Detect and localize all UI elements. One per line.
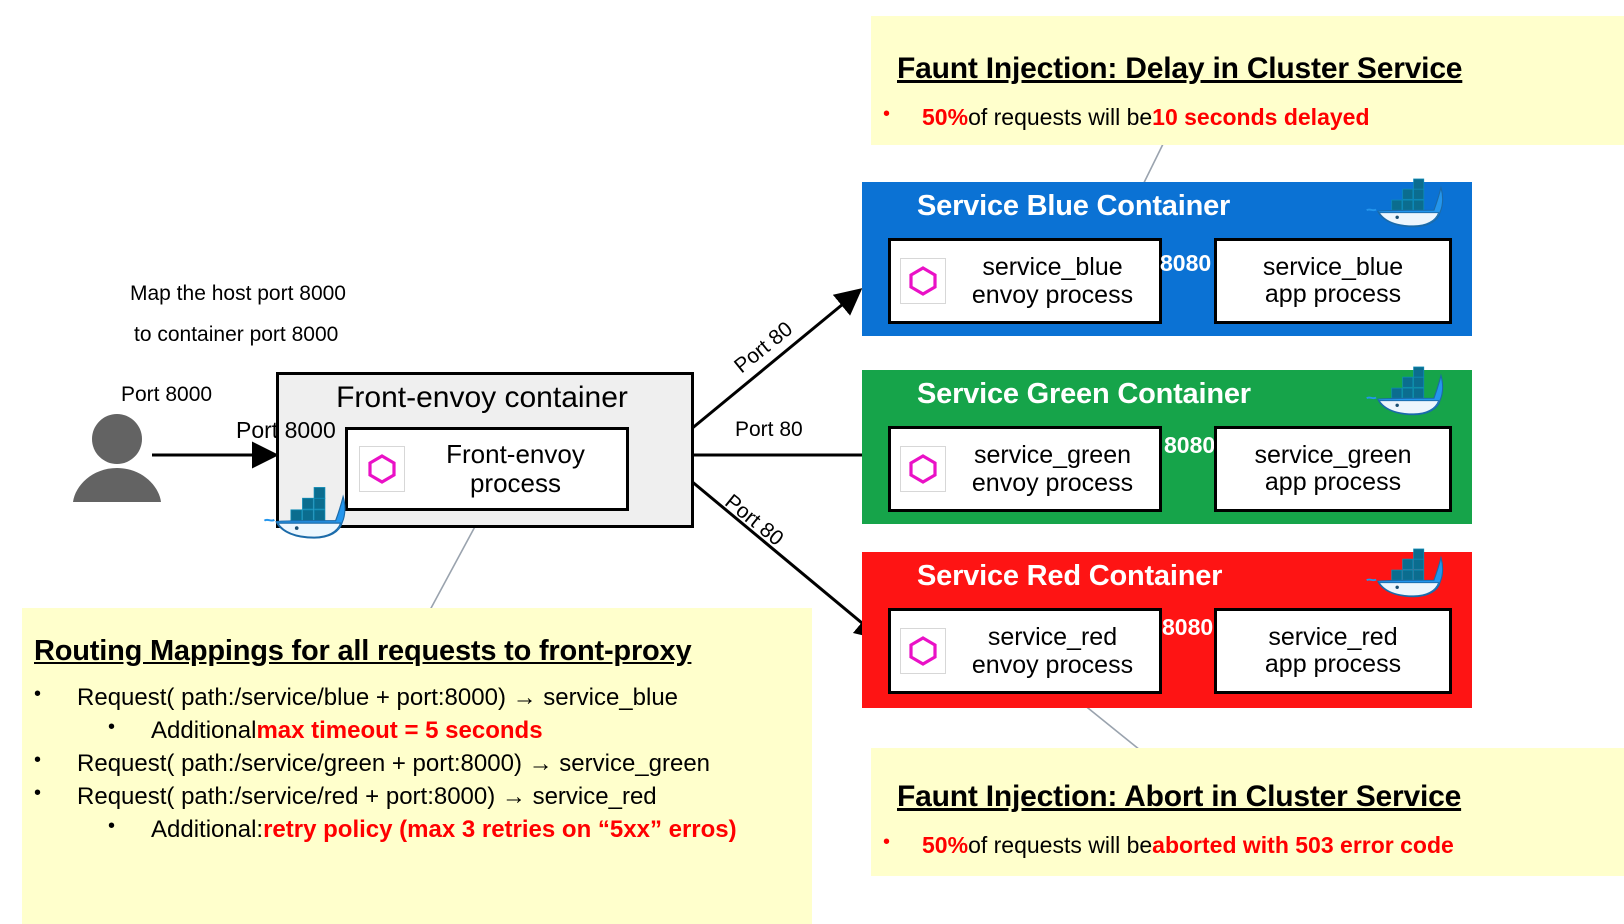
service-blue-inner-port: 8080: [1160, 250, 1212, 276]
bullet-dot: •: [34, 782, 42, 804]
delay-percent: 50%: [922, 104, 969, 130]
routing-line: • Additional: retry policy (max 3 retrie…: [22, 816, 812, 849]
app-line2: app process: [1264, 468, 1402, 496]
host-port-note-line1: Map the host port 8000: [130, 282, 346, 305]
bullet-dot: •: [883, 103, 891, 125]
client-port-label: Port 8000: [121, 383, 213, 406]
service-red-envoy-label: service_red envoy process: [946, 623, 1159, 680]
service-green-inner-port: 8080: [1164, 432, 1216, 458]
abort-callout: Faunt Injection: Abort in Cluster Servic…: [871, 748, 1624, 876]
service-green-envoy-label: service_green envoy process: [946, 441, 1159, 498]
bullet-dot: •: [108, 815, 116, 837]
arrow-front-to-blue: [689, 288, 863, 432]
service-blue-container: Service Blue Container service_blue envo…: [862, 178, 1472, 336]
edge-label-green: Port 80: [735, 418, 803, 441]
routing-line-text: Request( path:/service/blue + port:8000)…: [77, 684, 679, 711]
service-green-title: Service Green Container: [917, 378, 1251, 410]
abort-callout-bullet: • 50% of requests will be aborted with 5…: [883, 832, 1454, 859]
service-red-envoy-box: service_red envoy process: [888, 608, 1162, 694]
person-icon: [62, 414, 172, 502]
docker-whale-icon: [1362, 546, 1448, 602]
host-port-note: Map the host port 8000 to container port…: [130, 283, 346, 345]
abort-mid-text: of requests will be: [968, 832, 1153, 858]
envoy-line2: envoy process: [971, 281, 1134, 309]
front-envoy-process-label: Front-envoy process: [405, 438, 626, 498]
service-blue-app-box: service_blue app process: [1214, 238, 1452, 324]
service-red-title: Service Red Container: [917, 560, 1223, 592]
abort-callout-title: Faunt Injection: Abort in Cluster Servic…: [897, 780, 1462, 813]
delay-mid-text: of requests will be: [968, 104, 1153, 130]
routing-line-text: Additional: [151, 717, 257, 744]
abort-percent: 50%: [922, 832, 969, 858]
delay-value: 10 seconds delayed: [1152, 104, 1370, 130]
service-green-app-box: service_green app process: [1214, 426, 1452, 512]
service-green-envoy-box: service_green envoy process: [888, 426, 1162, 512]
service-red-app-label: service_red app process: [1265, 624, 1401, 678]
edge-label-red: Port 80: [720, 490, 788, 551]
envoy-line2: envoy process: [971, 469, 1134, 497]
front-envoy-container-title: Front-envoy container: [336, 381, 628, 414]
front-process-line2: process: [469, 468, 562, 498]
service-blue-envoy-label: service_blue envoy process: [946, 253, 1159, 310]
front-process-line1: Front-envoy: [446, 438, 585, 469]
app-line2: app process: [1264, 280, 1402, 308]
routing-line: • Additional max timeout = 5 seconds: [22, 717, 812, 750]
service-blue-envoy-box: service_blue envoy process: [888, 238, 1162, 324]
delay-callout-bullet: • 50% of requests will be 10 seconds del…: [883, 104, 1370, 131]
routing-line-text: Request( path:/service/green + port:8000…: [77, 750, 711, 777]
envoy-hexagon-icon: [359, 446, 405, 492]
routing-line-text: Additional:: [151, 816, 264, 843]
envoy-line1: service_green: [973, 440, 1132, 469]
abort-value: aborted with 503 error code: [1152, 832, 1454, 858]
edge-label-blue: Port 80: [730, 317, 798, 378]
envoy-line1: service_red: [987, 622, 1118, 651]
envoy-line2: envoy process: [971, 651, 1134, 679]
bullet-dot: •: [108, 716, 116, 738]
docker-whale-icon: [1362, 176, 1448, 232]
delay-callout: Faunt Injection: Delay in Cluster Servic…: [871, 16, 1624, 145]
routing-callout-list: • Request( path:/service/blue + port:800…: [22, 684, 812, 849]
routing-callout: Routing Mappings for all requests to fro…: [22, 608, 812, 924]
app-line1: service_green: [1254, 441, 1412, 469]
front-envoy-process-box: Front-envoy process: [345, 427, 629, 511]
docker-whale-icon: [258, 485, 352, 543]
routing-line: • Request( path:/service/blue + port:800…: [22, 684, 812, 717]
routing-line-text: Request( path:/service/red + port:8000) …: [77, 783, 657, 810]
app-line1: service_red: [1268, 623, 1398, 651]
envoy-line1: service_blue: [982, 252, 1123, 281]
bullet-dot: •: [883, 831, 891, 853]
host-port-note-line2: to container port 8000: [134, 323, 339, 346]
service-red-app-box: service_red app process: [1214, 608, 1452, 694]
front-envoy-port-label: Port 8000: [236, 417, 336, 443]
routing-line-emphasis: max timeout = 5 seconds: [256, 717, 543, 744]
app-line1: service_blue: [1262, 253, 1404, 281]
routing-line-emphasis: retry policy (max 3 retries on “5xx” err…: [263, 816, 737, 843]
service-red-inner-port: 8080: [1162, 614, 1214, 640]
envoy-hexagon-icon: [900, 628, 946, 674]
delay-callout-title: Faunt Injection: Delay in Cluster Servic…: [897, 52, 1463, 85]
docker-whale-icon: [1362, 364, 1448, 420]
service-green-app-label: service_green app process: [1254, 442, 1411, 496]
bullet-dot: •: [34, 749, 42, 771]
bullet-dot: •: [34, 683, 42, 705]
app-line2: app process: [1264, 650, 1402, 678]
service-blue-title: Service Blue Container: [917, 190, 1231, 222]
routing-line: • Request( path:/service/red + port:8000…: [22, 783, 812, 816]
service-red-container: Service Red Container service_red envoy …: [862, 548, 1472, 708]
service-green-container: Service Green Container service_green en…: [862, 366, 1472, 524]
routing-line: • Request( path:/service/green + port:80…: [22, 750, 812, 783]
routing-callout-title: Routing Mappings for all requests to fro…: [34, 635, 692, 667]
envoy-hexagon-icon: [900, 258, 946, 304]
envoy-hexagon-icon: [900, 446, 946, 492]
service-blue-app-label: service_blue app process: [1263, 254, 1403, 308]
